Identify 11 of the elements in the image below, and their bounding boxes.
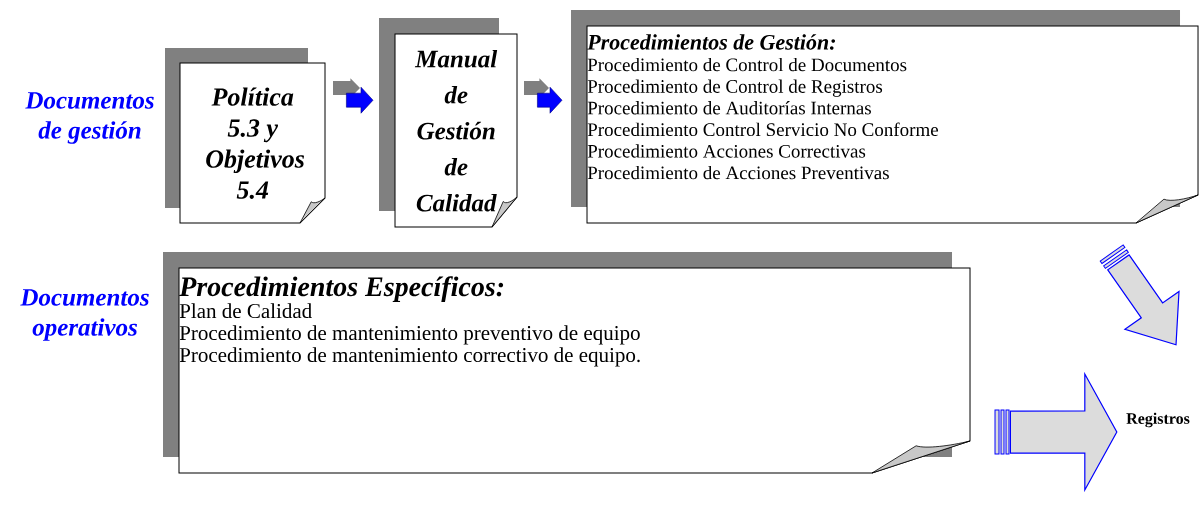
block-arrow [994, 371, 1118, 493]
block-arrow [1099, 244, 1180, 346]
block-arrow [333, 78, 374, 114]
section-label: Documentos operativos [20, 289, 149, 341]
section-label: Documentos de gestión [25, 92, 154, 144]
block-arrow [524, 78, 563, 114]
document-box: Procedimientos de Gestión: Procedimiento de Control de Documentos Procedimiento de Control de Registros Procedimiento de Auditorías Internas Procedimiento Control Servicio No Conforme Procedimiento Acciones Correctivas Procedimiento de Acciones Preventivas [571, 10, 1199, 224]
document-box: Política 5.3 y Objetivos 5.4 [165, 48, 326, 224]
document-box: Manual de Gestión de Calidad [379, 18, 518, 228]
text-label: Registros [1126, 412, 1190, 428]
document-box: Procedimientos Específicos: Plan de Calidad Procedimiento de mantenimiento preventivo de equipo Procedimiento de mantenimiento correctivo de equipo. [163, 252, 971, 474]
